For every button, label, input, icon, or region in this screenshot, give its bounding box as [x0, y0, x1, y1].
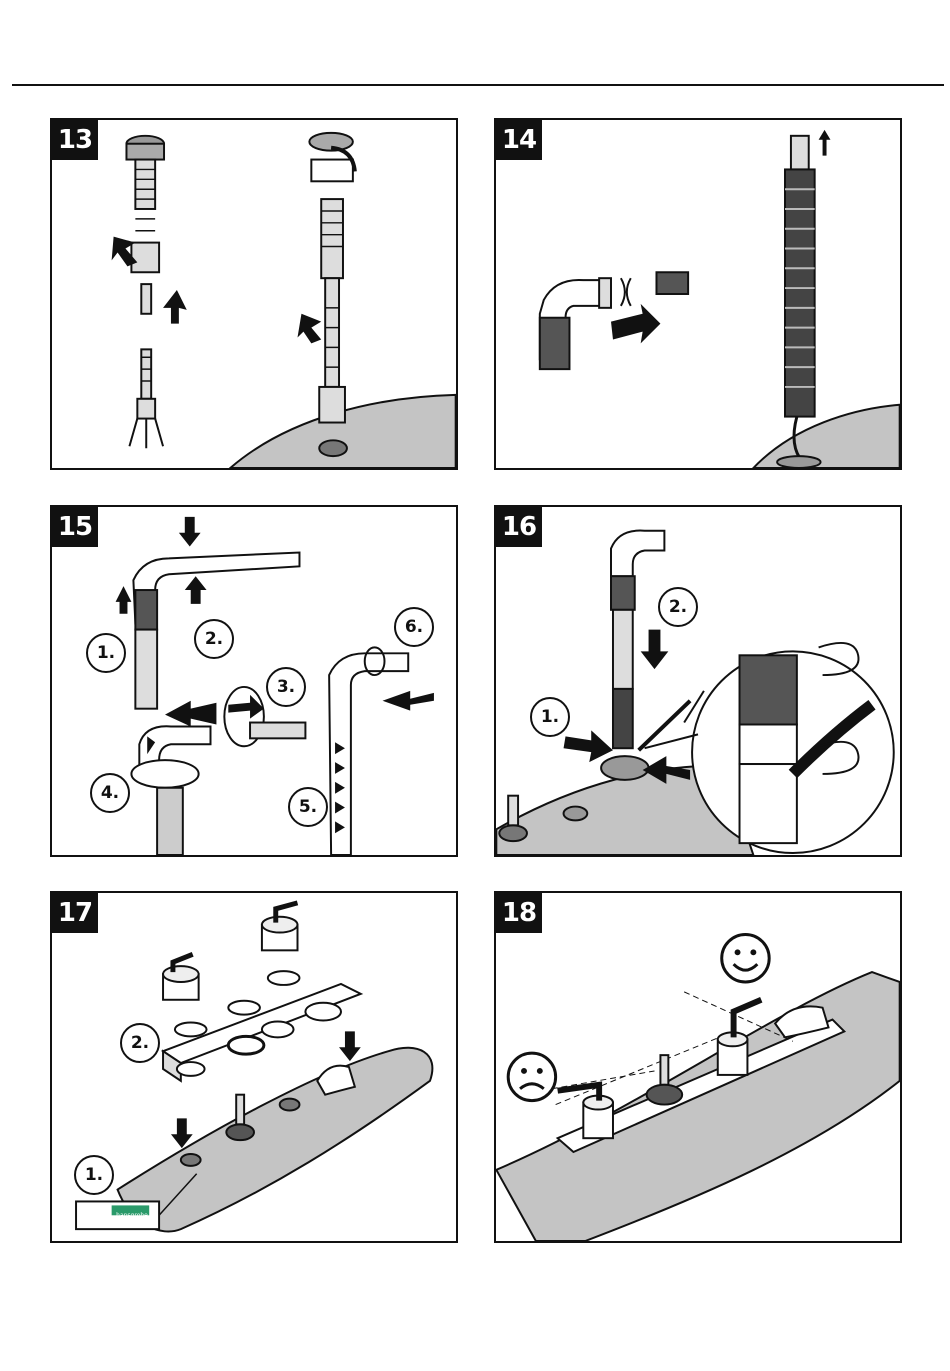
step-13-panel: 13	[50, 118, 458, 470]
callout-6: 6.	[394, 607, 434, 647]
step-15-panel: 15 1. 2. 3. 4. 5. 6.	[50, 505, 458, 857]
step-17-illustration	[52, 893, 456, 1241]
header-rule	[12, 84, 944, 86]
callout-1: 1.	[74, 1155, 114, 1195]
callout-3: 3.	[266, 667, 306, 707]
callout-5: 5.	[288, 787, 328, 827]
step-16-illustration	[496, 507, 900, 855]
step-14-panel: 14	[494, 118, 902, 470]
step-13-illustration	[52, 120, 456, 468]
step-number: 14	[496, 120, 542, 160]
callout-2: 2.	[658, 587, 698, 627]
step-14-illustration	[496, 120, 900, 468]
frowning-face-icon	[508, 1053, 555, 1100]
step-number: 17	[52, 893, 98, 933]
step-number: 13	[52, 120, 98, 160]
callout-1: 1.	[530, 697, 570, 737]
step-18-illustration	[496, 893, 900, 1241]
step-16-panel: 16 1. 2.	[494, 505, 902, 857]
step-number: 15	[52, 507, 98, 547]
step-18-panel: 18	[494, 891, 902, 1243]
callout-2: 2.	[194, 619, 234, 659]
step-number: 16	[496, 507, 542, 547]
step-number: 18	[496, 893, 542, 933]
smiley-face-icon	[722, 935, 769, 982]
callout-2: 2.	[120, 1023, 160, 1063]
step-17-panel: 17 hansgrohe 1. 2.	[50, 891, 458, 1243]
tube-label: hansgrohe	[112, 1211, 152, 1221]
callout-4: 4.	[90, 773, 130, 813]
callout-1: 1.	[86, 633, 126, 673]
